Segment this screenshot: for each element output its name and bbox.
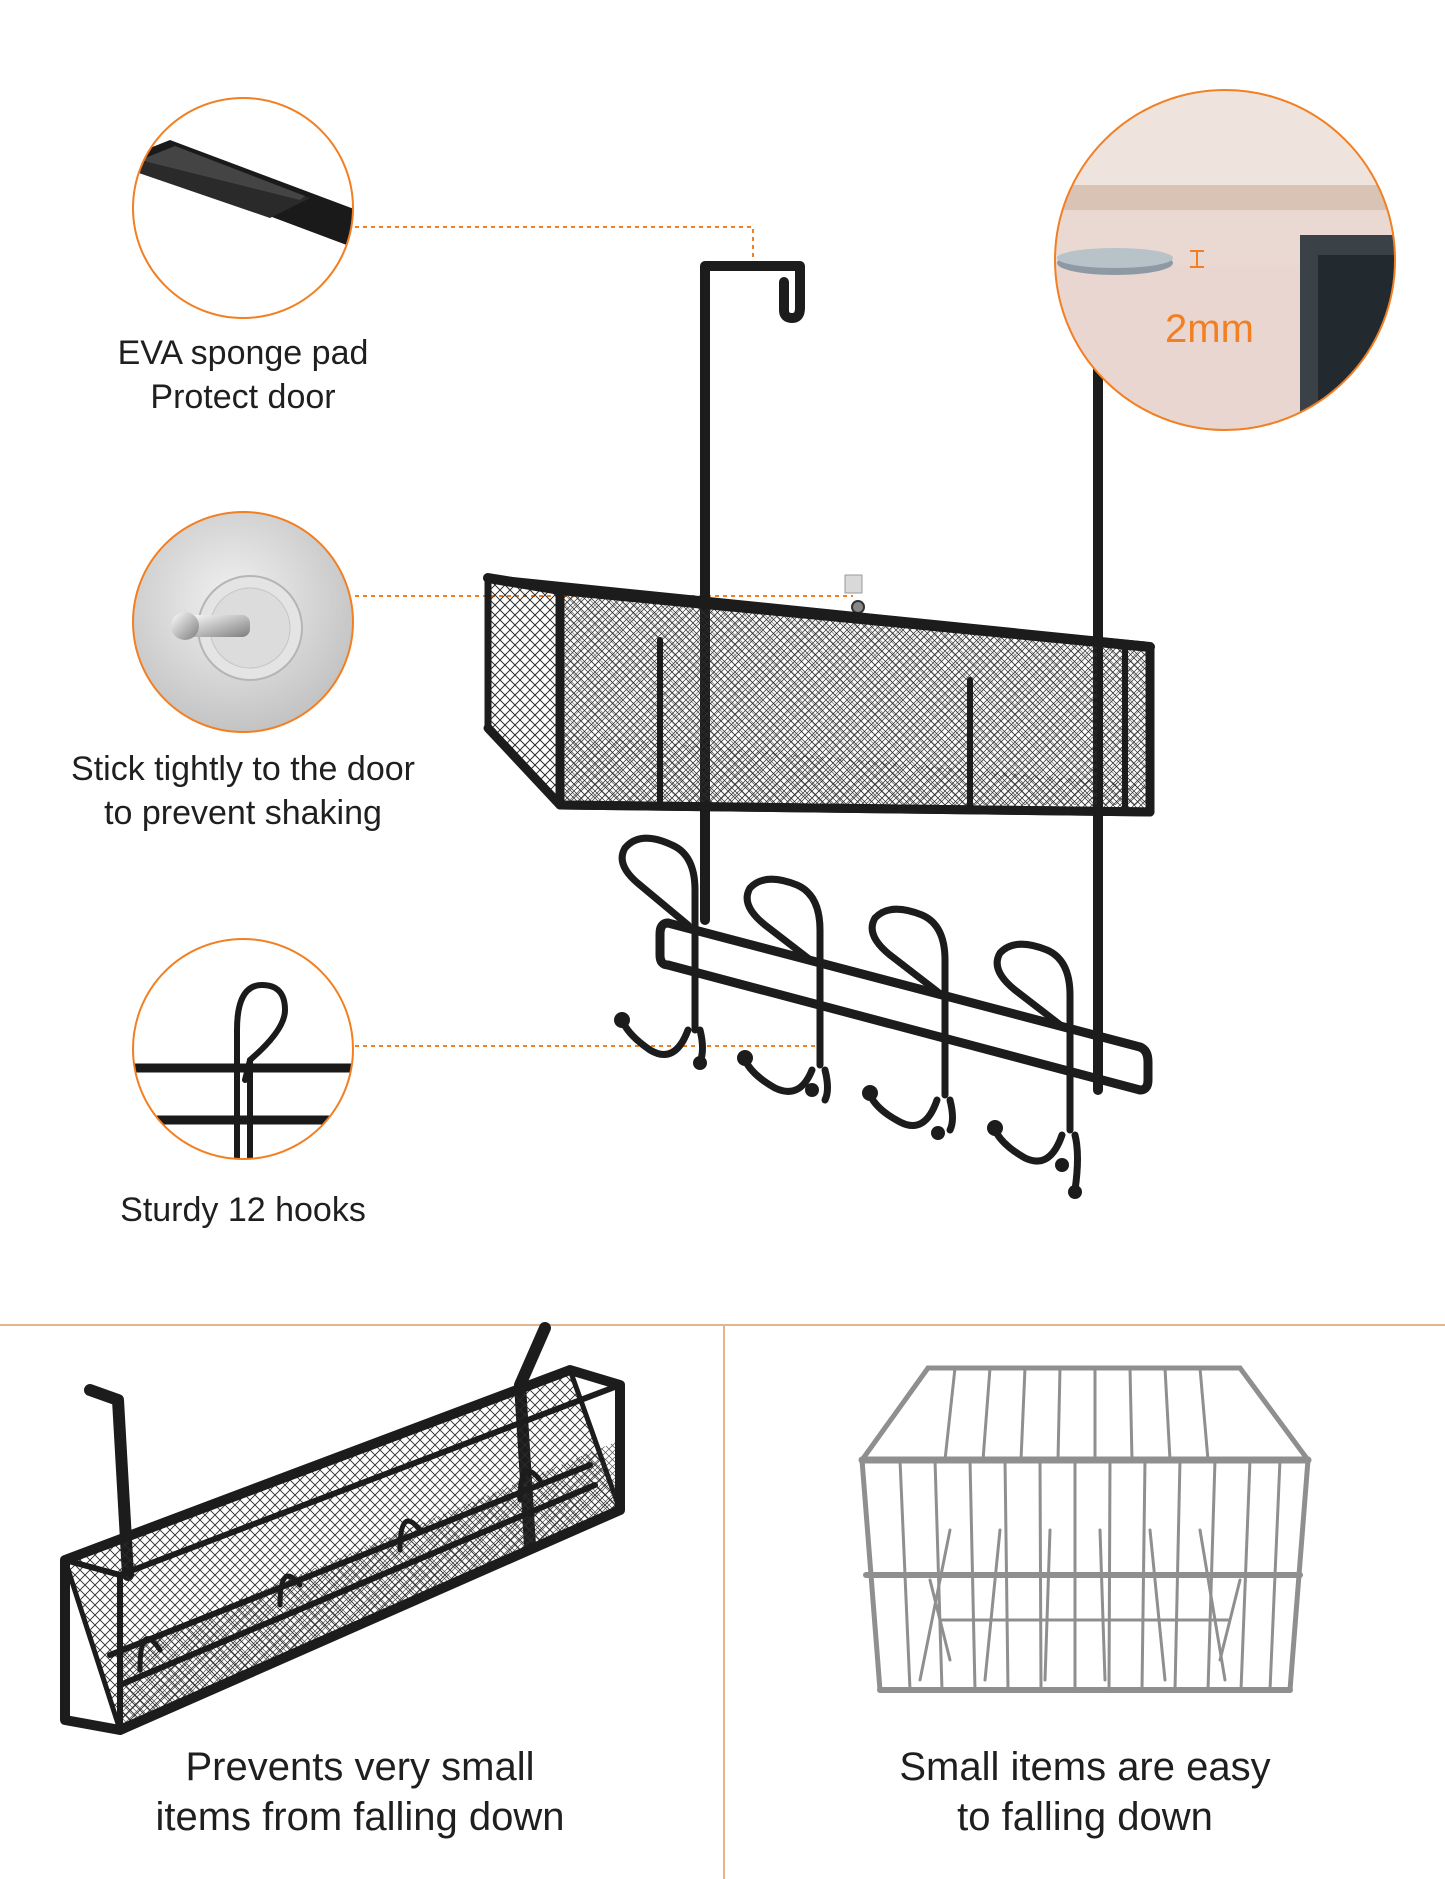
double-hook-2: [741, 875, 831, 1104]
leader-line-pad: [355, 226, 754, 262]
mesh-basket-closeup: [60, 1322, 625, 1735]
hook-bar-bottom: [663, 960, 1145, 1095]
callout-adhesive-label: Stick tightly to the door to prevent sha…: [30, 748, 456, 835]
comparison-right-line2: to falling down: [957, 1794, 1213, 1839]
double-hook-4: [991, 940, 1081, 1194]
hook-bar-left-loop: [655, 918, 673, 970]
adhesive-detail-circle: [132, 511, 354, 733]
hook-ball-ends: [614, 1012, 1082, 1199]
comparison-left-caption: Prevents very small items from falling d…: [100, 1743, 620, 1842]
callout-hooks-label: Sturdy 12 hooks: [80, 1189, 406, 1233]
pad-detail-circle: [132, 97, 354, 319]
basket-front-frame: [657, 637, 973, 813]
comparison-right-caption: Small items are easy to falling down: [825, 1743, 1345, 1842]
comparison-right-line1: Small items are easy: [899, 1745, 1271, 1789]
callout-pad-line2: Protect door: [150, 377, 336, 416]
callout-adhesive-line2: to prevent shaking: [104, 793, 382, 832]
thickness-detail-circle: [1054, 89, 1396, 431]
callout-hooks-line1: Sturdy 12 hooks: [120, 1191, 366, 1229]
callout-pad-label: EVA sponge pad Protect door: [80, 332, 406, 419]
basket-top-rim: [483, 573, 1155, 652]
hook-detail-circle: [132, 938, 354, 1160]
hook-bar-right-loop: [1135, 1042, 1153, 1095]
double-hook-3: [866, 905, 956, 1134]
callout-pad-line1: EVA sponge pad: [117, 334, 369, 372]
callout-adhesive-line1: Stick tightly to the door: [71, 750, 415, 788]
thickness-value: 2mm: [1165, 307, 1254, 351]
comparison-left-line1: Prevents very small: [185, 1745, 535, 1789]
adhesive-pin: [851, 600, 865, 614]
basket-right-end: [1097, 644, 1128, 815]
basket-bottom-rim: [483, 723, 1155, 817]
left-upright: [700, 261, 805, 925]
wire-basket-closeup: [858, 1365, 1312, 1693]
adhesive-tab: [844, 574, 863, 594]
door-rack: [483, 261, 1155, 1199]
section-dividers: [0, 1324, 1445, 1879]
comparison-left-line2: items from falling down: [155, 1794, 565, 1839]
